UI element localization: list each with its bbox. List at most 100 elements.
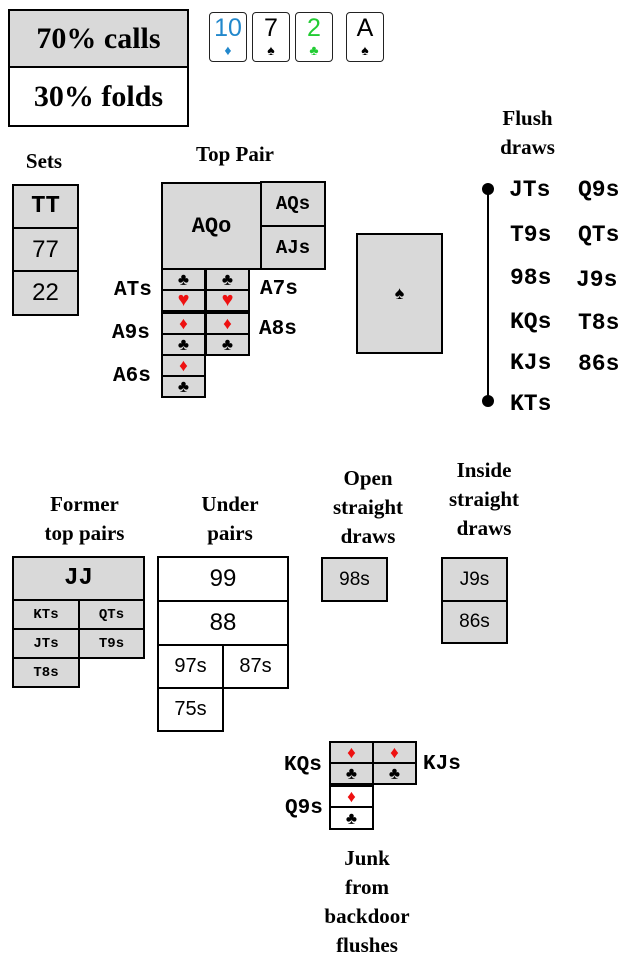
suit-cell: ♣ [205, 268, 250, 291]
hand-label: AJs [275, 236, 311, 259]
diamond-icon: ♦ [224, 44, 232, 59]
spade-icon: ♠ [361, 44, 369, 59]
top-pair-side-hand: AQs [260, 181, 326, 227]
calls-percentage: 70% calls [8, 9, 189, 68]
junk-title-line: flushes [336, 933, 398, 957]
hand-label-kqs: KQs [284, 754, 322, 777]
junk-title-line: from [345, 875, 389, 899]
inside-straight-draw-hand: J9s [441, 557, 508, 602]
club-icon: ♣ [177, 335, 190, 354]
club-icon: ♣ [221, 335, 234, 354]
hand-label: 88 [209, 609, 237, 636]
former-top-pair-hand: JTs [12, 628, 80, 659]
club-icon: ♣ [177, 377, 190, 396]
inside-straight-draw-hand: 86s [441, 600, 508, 644]
flush-draw-hand: J9s [576, 267, 618, 293]
hand-label-a7s: A7s [260, 278, 298, 301]
former-top-pairs-title-line: top pairs [44, 521, 125, 545]
hand-label-q9s: Q9s [285, 797, 323, 820]
hand-label: JTs [33, 635, 59, 652]
spade-icon: ♠ [394, 283, 405, 303]
club-icon: ♣ [221, 270, 234, 289]
sets-title: Sets [25, 149, 63, 173]
former-top-pair-main-hand: JJ [12, 556, 145, 601]
open-straight-draw-hand: 98s [321, 557, 388, 602]
hand-label-kjs: KJs [423, 753, 461, 776]
flush-draw-hand: 86s [578, 351, 620, 377]
hand-label: TT [31, 193, 60, 220]
former-top-pair-hand: KTs [12, 599, 80, 630]
flush-draws-range-line [487, 188, 489, 402]
board-card-seven-spades: 7 ♠ [252, 12, 290, 62]
suit-cell: ♣ [161, 375, 206, 398]
under-pairs-title-line: pairs [207, 521, 253, 545]
club-icon: ♣ [345, 764, 358, 783]
suit-cell: ♦ [329, 741, 374, 764]
suit-cell: ♦ [205, 312, 250, 335]
top-pair-side-hand: AJs [260, 225, 326, 270]
folds-percentage: 30% folds [8, 66, 189, 127]
spade-icon: ♠ [267, 44, 275, 59]
hand-label: JJ [64, 565, 93, 592]
diamond-icon: ♦ [179, 356, 188, 375]
hand-label: 22 [32, 279, 59, 306]
hand-label: 99 [209, 565, 237, 592]
suit-cell: ♥ [205, 289, 250, 312]
hand-label: J9s [459, 568, 490, 590]
board-card-ten-diamonds: 10 ♦ [209, 12, 247, 62]
diamond-icon: ♦ [390, 743, 399, 762]
inside-straight-draws-title-line: draws [456, 516, 512, 540]
suit-cell: ♦ [161, 312, 206, 335]
suit-cell: ♦ [372, 741, 417, 764]
hand-label: AQs [275, 193, 311, 215]
range-end-dot [482, 395, 494, 407]
under-pair-hand: 87s [222, 644, 289, 689]
diamond-icon: ♦ [223, 314, 232, 333]
flush-draw-hand: KJs [510, 350, 552, 376]
card-rank: 10 [214, 14, 242, 42]
junk-title: Junk from backdoor flushes [308, 844, 426, 960]
hand-label-ats: ATs [114, 279, 152, 302]
under-pair-hand: 97s [157, 644, 224, 689]
hand-label: QTs [98, 606, 125, 623]
hand-label: 86s [459, 611, 490, 632]
suit-cell: ♣ [161, 333, 206, 356]
former-top-pairs-title: Former top pairs [22, 490, 147, 548]
hand-label: 77 [32, 235, 59, 263]
under-pairs-title: Under pairs [175, 490, 285, 548]
former-top-pair-hand: T9s [78, 628, 145, 659]
hand-label: T8s [33, 664, 59, 681]
card-rank: A [356, 14, 374, 42]
hand-label: T9s [98, 635, 125, 652]
flush-draw-hand: T9s [510, 222, 552, 248]
suit-cell: ♣ [205, 333, 250, 356]
club-icon: ♣ [177, 270, 190, 289]
former-top-pairs-title-line: Former [50, 492, 119, 516]
former-top-pair-hand: T8s [12, 657, 80, 688]
folds-label: 30% folds [33, 79, 164, 113]
junk-title-line: backdoor [324, 904, 410, 928]
inside-straight-draws-title-line: Inside [456, 458, 512, 482]
suit-cell-white: ♦ [329, 785, 374, 808]
suit-cell: ♦ [161, 354, 206, 377]
junk-title-line: Junk [344, 846, 390, 870]
hand-label: 87s [239, 655, 272, 677]
flush-draw-hand: 98s [510, 265, 552, 291]
top-pair-main-hand: AQo [161, 182, 262, 270]
flush-draws-title-line: Flush [502, 106, 553, 130]
hand-label-a9s: A9s [112, 322, 150, 345]
flush-draw-hand: KQs [510, 309, 552, 335]
suit-cell: ♣ [329, 762, 374, 785]
under-pairs-title-line: Under [201, 492, 259, 516]
former-top-pair-hand: QTs [78, 599, 145, 630]
diamond-icon: ♦ [347, 743, 356, 762]
calls-label: 70% calls [36, 21, 161, 55]
open-straight-draws-title-line: draws [340, 524, 396, 548]
board-card-two-clubs: 2 ♣ [295, 12, 333, 62]
flush-draw-hand: KTs [510, 391, 552, 417]
range-start-dot [482, 183, 494, 195]
hand-label-a8s: A8s [259, 318, 297, 341]
flush-draw-hand: QTs [578, 222, 620, 248]
hand-label: AQo [191, 213, 232, 239]
open-straight-draws-title-line: Open [343, 466, 393, 490]
